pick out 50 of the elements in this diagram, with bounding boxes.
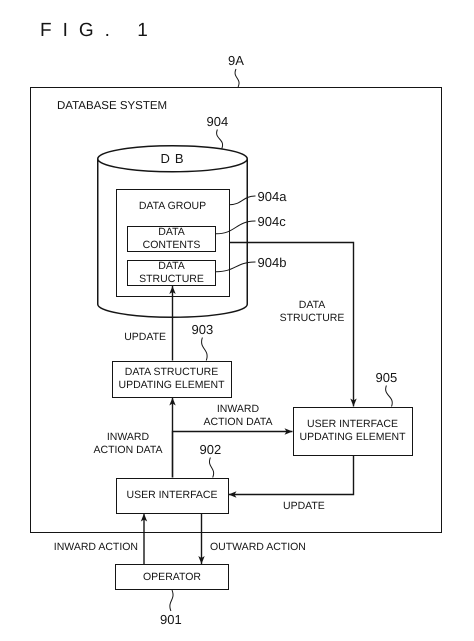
process-box: [116, 478, 228, 514]
system-frame: [30, 87, 442, 533]
leader-line: [385, 385, 393, 407]
reference-numeral: 9A: [228, 53, 244, 68]
process-name: USER INTERFACE: [126, 489, 218, 502]
actor-name: OPERATOR: [143, 570, 201, 584]
data-block: [127, 260, 216, 286]
leader-line: [216, 129, 224, 149]
data-block: [127, 226, 216, 252]
system-title: DATABASE SYSTEM: [57, 100, 168, 113]
leader-line: [229, 196, 256, 206]
reference-numeral: 905: [376, 370, 398, 384]
edge-label: UPDATE: [123, 331, 166, 344]
edge-label: INWARD ACTION DATA: [202, 403, 274, 429]
edge-label: DATA STRUCTURE: [278, 299, 346, 325]
arrow: [140, 514, 148, 564]
reference-numeral: 902: [200, 442, 222, 456]
reference-numeral: 903: [192, 322, 214, 336]
process-box: [292, 406, 412, 456]
leader-line: [208, 457, 214, 478]
leader-line: [216, 220, 256, 234]
edge-label: UPDATE: [283, 500, 326, 513]
arrow: [172, 428, 292, 478]
process-name: USER INTERFACE UPDATING ELEMENT: [298, 418, 406, 444]
database-label: DB: [159, 150, 189, 166]
reference-numeral: 904c: [258, 214, 286, 228]
actor-box: [115, 564, 229, 590]
reference-numeral: 901: [160, 612, 182, 627]
leader-line: [216, 262, 256, 272]
reference-numeral: 904: [206, 114, 228, 128]
edge-label: INWARD ACTION: [52, 541, 138, 554]
block-text: DATA CONTENTS: [142, 226, 202, 252]
leader-line: [201, 337, 208, 361]
leader-line: [169, 590, 174, 612]
group-frame: [116, 188, 230, 296]
edge-label: OUTWARD ACTION: [210, 541, 307, 554]
process-name: DATA STRUCTURE UPDATING ELEMENT: [118, 366, 226, 392]
arrow: [198, 514, 205, 564]
arrow: [228, 456, 354, 498]
figure-title: FIG. 1: [40, 20, 159, 42]
reference-numeral: 904b: [258, 254, 286, 270]
arrow: [169, 286, 176, 360]
edge-label: INWARD ACTION DATA: [92, 431, 164, 457]
database-cylinder: [96, 144, 248, 318]
leader-line: [234, 68, 240, 88]
group-title: DATA GROUP: [138, 200, 206, 212]
arrow: [230, 242, 357, 406]
process-box: [112, 360, 232, 398]
block-text: DATA STRUCTURE: [138, 260, 205, 286]
reference-numeral: 904a: [258, 188, 286, 204]
